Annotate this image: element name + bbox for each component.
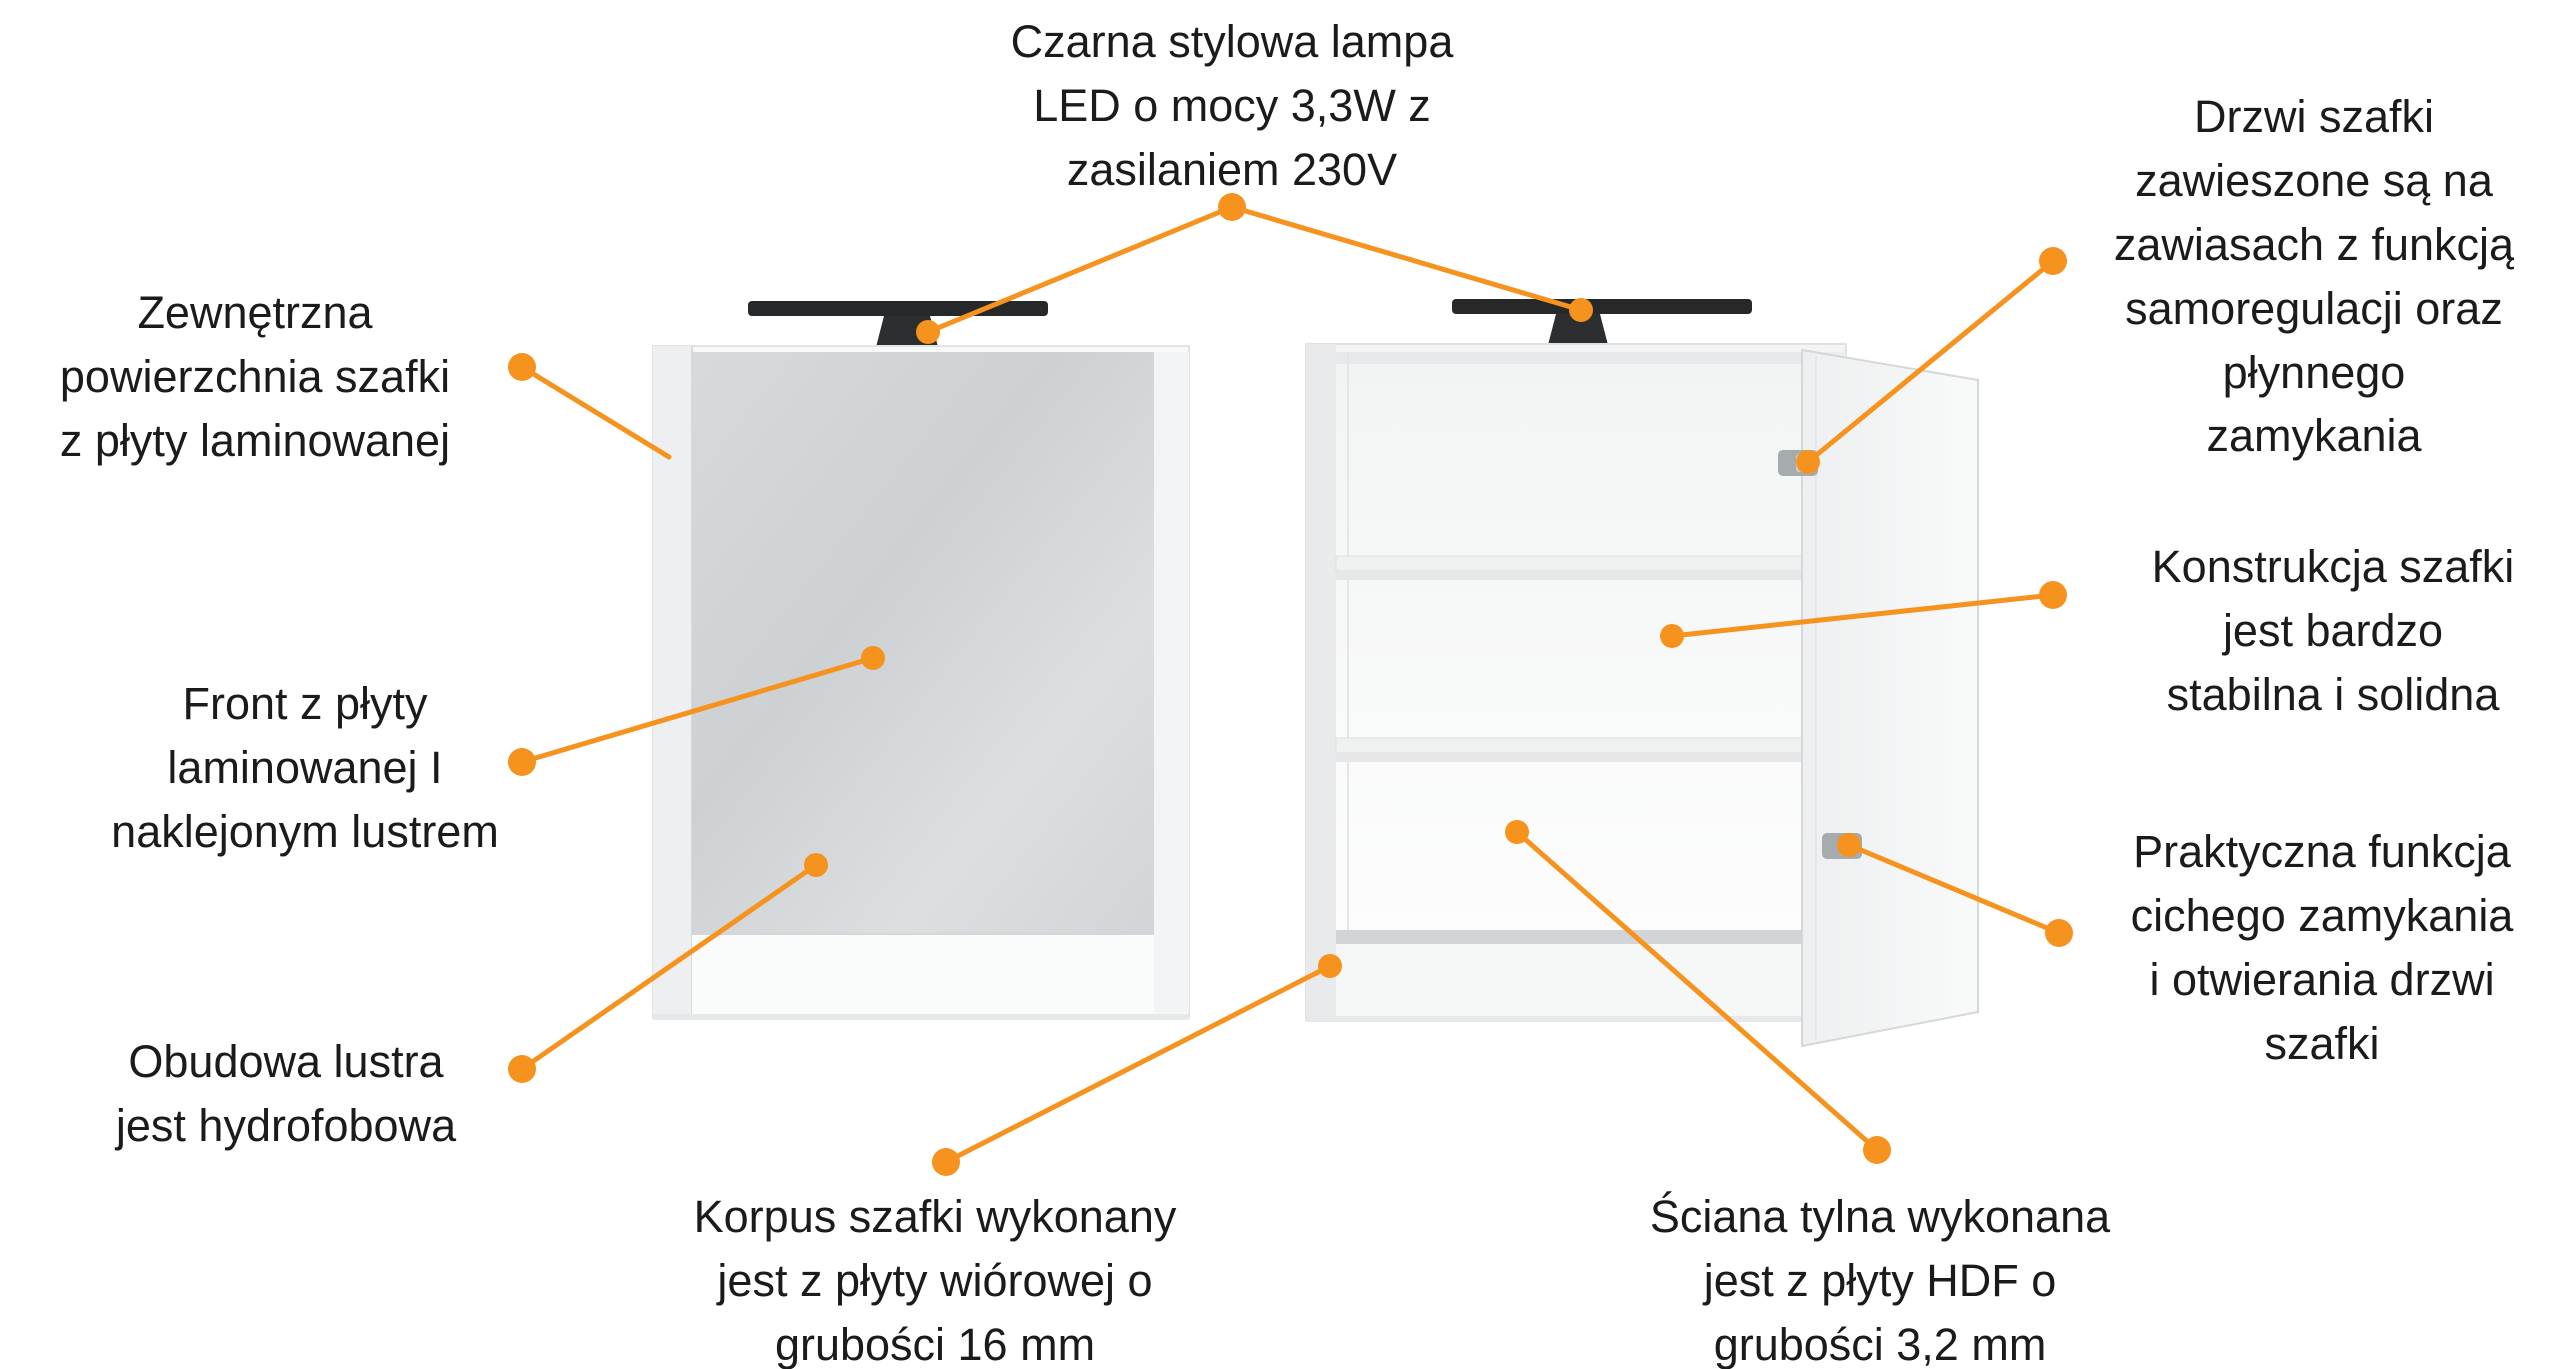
- note-hinges: Drzwi szafki zawieszone są na zawiasach …: [2113, 91, 2515, 462]
- note-soft-close: Praktyczna funkcja cichego zamykania i o…: [2130, 826, 2514, 1069]
- connector-dot: [804, 853, 828, 877]
- right-cabinet-shadow: [1306, 1016, 1846, 1022]
- connector-dot: [508, 353, 536, 381]
- note-construction: Konstrukcja szafki jest bardzo stabilna …: [2151, 541, 2515, 720]
- left-cabinet-door-edge: [653, 346, 692, 1018]
- right-cabinet-left-wall: [1306, 344, 1336, 1020]
- connector-dot: [1863, 1136, 1891, 1164]
- interior-top-shadow: [1336, 352, 1810, 364]
- note-lamp: Czarna stylowa lampa LED o mocy 3,3W z z…: [1010, 16, 1454, 195]
- connector-dot: [508, 1055, 536, 1083]
- connector-dot: [932, 1148, 960, 1176]
- connectors: [508, 193, 2073, 1176]
- note-mirror-housing: Obudowa lustra jest hydrofobowa: [115, 1036, 457, 1151]
- connector-dot: [1218, 193, 1246, 221]
- right-cabinet-plinth: [1336, 944, 1810, 1016]
- connector-dot: [1837, 833, 1861, 857]
- right-cabinet: [1305, 299, 1979, 1048]
- shelf-upper-shadow: [1336, 571, 1810, 580]
- left-cabinet: [652, 301, 1190, 1020]
- connector-dot: [916, 320, 940, 344]
- connector-dot: [2045, 919, 2073, 947]
- connector-mirror-housing: [519, 862, 819, 1072]
- connector-outer-surface: [519, 364, 672, 460]
- shelf-lower: [1335, 737, 1811, 754]
- connector-dot: [861, 646, 885, 670]
- connector-back-wall: [1514, 829, 1880, 1153]
- right-led-lamp-bar: [1452, 299, 1752, 314]
- connector-front: [519, 655, 876, 765]
- connector-dot: [1318, 954, 1342, 978]
- shelf-upper: [1335, 555, 1811, 572]
- connector-dot: [2039, 247, 2067, 275]
- connector-construction: [1669, 592, 2056, 639]
- connector-dot: [1505, 820, 1529, 844]
- note-body: Korpus szafki wykonany jest z płyty wiór…: [693, 1191, 1177, 1369]
- note-back-wall: Ściana tylna wykonana jest z płyty HDF o…: [1649, 1191, 2111, 1369]
- left-cabinet-right-sliver: [1154, 352, 1189, 1012]
- connector-soft-close: [1846, 842, 2062, 936]
- open-door: [1801, 348, 1979, 1048]
- left-cabinet-plinth: [692, 935, 1154, 1014]
- connector-dot: [1569, 298, 1593, 322]
- bottom-board: [1336, 930, 1810, 944]
- connector-hinges: [1805, 258, 2056, 465]
- right-led-lamp-stem: [1548, 314, 1608, 345]
- connector-dot: [508, 748, 536, 776]
- right-cabinet-interior: [1336, 352, 1810, 938]
- mirror-front: [692, 352, 1154, 934]
- connector-lamp-left: [925, 204, 1235, 335]
- note-front: Front z płyty laminowanej I naklejonym l…: [111, 678, 499, 857]
- left-cabinet-shadow: [653, 1014, 1189, 1020]
- shelf-lower-shadow: [1336, 753, 1810, 762]
- connector-lamp-right: [1229, 204, 1584, 313]
- note-outer-surface: Zewnętrzna powierzchnia szafki z płyty l…: [59, 287, 451, 466]
- connector-body: [943, 963, 1333, 1165]
- connector-dot: [1796, 450, 1820, 474]
- connector-dot: [1660, 624, 1684, 648]
- connector-dot: [2039, 581, 2067, 609]
